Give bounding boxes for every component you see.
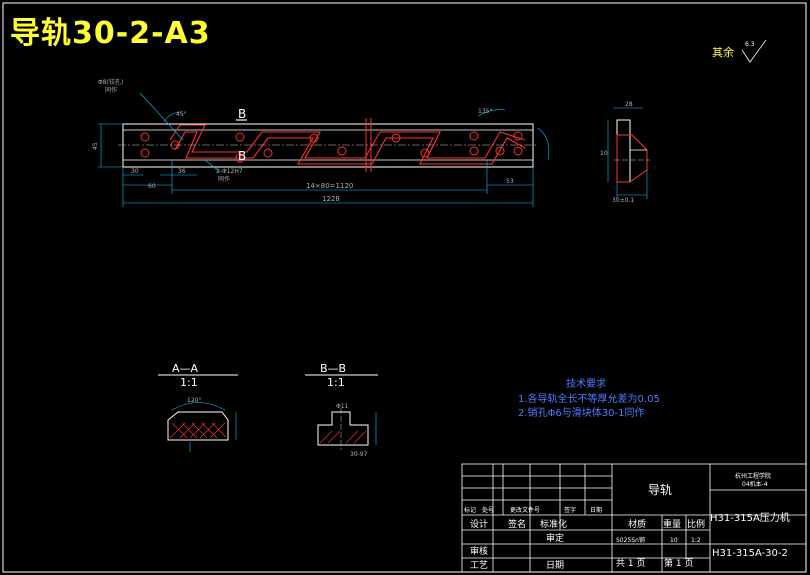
roughness-mark: 其余 6.3 <box>712 39 767 63</box>
tb-drawing-no: H31-315A-30-2 <box>712 548 788 559</box>
title-block <box>461 463 807 573</box>
tb-material-value: S025Sn钢 <box>616 536 645 544</box>
dim-angle-left: 45° <box>176 111 187 118</box>
side-dim-bottom: 30±0.1 <box>612 197 634 204</box>
tb-weight-value: 10 <box>670 537 678 544</box>
tb-mark: 标记 <box>464 506 476 514</box>
dim-right-offset: 53 <box>506 178 514 185</box>
tb-sign: 签字 <box>564 506 576 514</box>
tb-date: 日期 <box>590 506 602 514</box>
tech-req-heading: 技术要求 <box>566 379 606 390</box>
hole-pattern <box>140 131 523 163</box>
dim-left-pos: 60 <box>148 183 156 190</box>
main-view: B B Φ8(铰孔) 同作 2-Φ12H7 同作 45 <box>92 78 550 207</box>
section-marker-b-bottom: B <box>238 149 246 163</box>
groove-line <box>169 124 526 159</box>
side-view: 28 10 30±0.1 <box>600 101 650 204</box>
tb-approve: 审定 <box>546 532 564 544</box>
section-b-dim-bottom: 30-97 <box>350 451 368 458</box>
dim-height: 45 <box>92 142 99 150</box>
drawing-title: 导轨30-2-A3 <box>10 16 211 51</box>
dim-left-offset-2: 36 <box>178 168 186 175</box>
tb-machine: H31-315A压力机 <box>710 511 790 524</box>
section-a-view: A—A 1:1 120° <box>158 362 238 452</box>
rail-outline <box>122 123 534 168</box>
dim-total: 1228 <box>322 195 340 203</box>
dim-angle-right: 135° <box>478 108 492 115</box>
tb-scale-label: 比例 <box>687 518 705 530</box>
section-b-dim-top: Φ11 <box>336 403 349 410</box>
section-a-angle: 120° <box>187 397 201 404</box>
dim-pitch: 14×80=1120 <box>306 182 353 190</box>
tb-doc: 更改文件号 <box>510 506 540 514</box>
tb-design: 设计 <box>470 518 488 530</box>
dim-left-offset: 30 <box>131 168 139 175</box>
tb-date2: 日期 <box>546 560 564 571</box>
tb-standard: 标准化 <box>540 518 567 530</box>
title-block-text: 导轨 杭州工程学院 04机本-4 H31-315A压力机 H31-315A-30… <box>464 472 790 571</box>
tb-review: 审核 <box>470 545 488 557</box>
section-b-view: B—B 1:1 Φ11 30-97 <box>305 362 378 458</box>
section-b-scale: 1:1 <box>327 376 345 389</box>
tb-weight-label: 重量 <box>663 518 681 530</box>
side-dim-left: 10 <box>600 150 608 157</box>
tb-check1: 签名 <box>508 518 526 530</box>
section-marker-b-top: B <box>238 107 246 121</box>
section-b-label: B—B <box>320 362 346 375</box>
side-dim-top: 28 <box>625 101 633 108</box>
hole-callout-2: 2-Φ12H7 <box>216 168 243 175</box>
hole-callout-note: 同作 <box>105 86 117 94</box>
tb-school-sub: 04机本-4 <box>742 480 768 488</box>
tb-sheet-no: 第 1 页 <box>664 557 693 569</box>
tb-process: 工艺 <box>470 560 488 571</box>
tb-scale-value: 1:2 <box>691 537 701 544</box>
roughness-label: 其余 <box>712 45 734 59</box>
section-a-scale: 1:1 <box>180 376 198 389</box>
tb-sheets-total: 共 1 页 <box>616 558 645 569</box>
tech-req-item-1: 1.各导轨全长不等厚允差为0.05 <box>518 394 660 405</box>
tb-material-label: 材质 <box>628 518 646 530</box>
tb-school: 杭州工程学院 <box>735 472 771 480</box>
roughness-value: 6.3 <box>745 41 755 48</box>
tech-req-item-2: 2.销孔Φ6与滑块体30-1同作 <box>518 408 645 419</box>
hole-callout-2-note: 同作 <box>218 175 230 183</box>
tb-part-name: 导轨 <box>648 483 672 497</box>
tb-count: 处号 <box>482 506 494 514</box>
section-a-label: A—A <box>172 362 199 375</box>
hole-callout: Φ8(铰孔) <box>98 78 123 86</box>
